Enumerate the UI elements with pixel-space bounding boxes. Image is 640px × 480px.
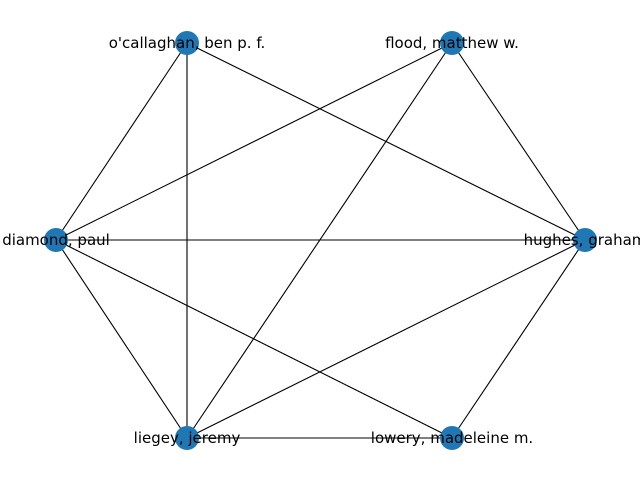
nodes-layer (44, 31, 597, 450)
edge-diamond-liegey (55, 239, 188, 439)
edge-hughes-lowery (451, 239, 586, 439)
node-label-liegey: liegey, jeremy (134, 429, 241, 447)
node-lowery (440, 426, 464, 450)
node-ocallaghan (175, 31, 199, 55)
labels-layer: o'callaghan, ben p. f. flood, matthew w. d… (2, 34, 640, 447)
node-diamond (44, 228, 68, 252)
node-label-ocallaghan: o'callaghan, ben p. f. (109, 34, 266, 52)
node-flood (440, 31, 464, 55)
node-label-lowery: lowery, madeleine m. (371, 429, 533, 447)
node-hughes (573, 228, 597, 252)
edge-flood-diamond (55, 42, 453, 241)
node-liegey (175, 426, 199, 450)
edge-flood-hughes (451, 42, 586, 241)
node-label-diamond: diamond, paul (2, 231, 110, 249)
node-label-hughes: hughes, graham (524, 231, 640, 249)
edge-diamond-lowery (55, 239, 453, 439)
edges-layer (55, 42, 586, 439)
edge-ocallaghan-diamond (55, 42, 188, 241)
node-label-flood: flood, matthew w. (385, 34, 519, 52)
edge-hughes-liegey (186, 239, 586, 439)
